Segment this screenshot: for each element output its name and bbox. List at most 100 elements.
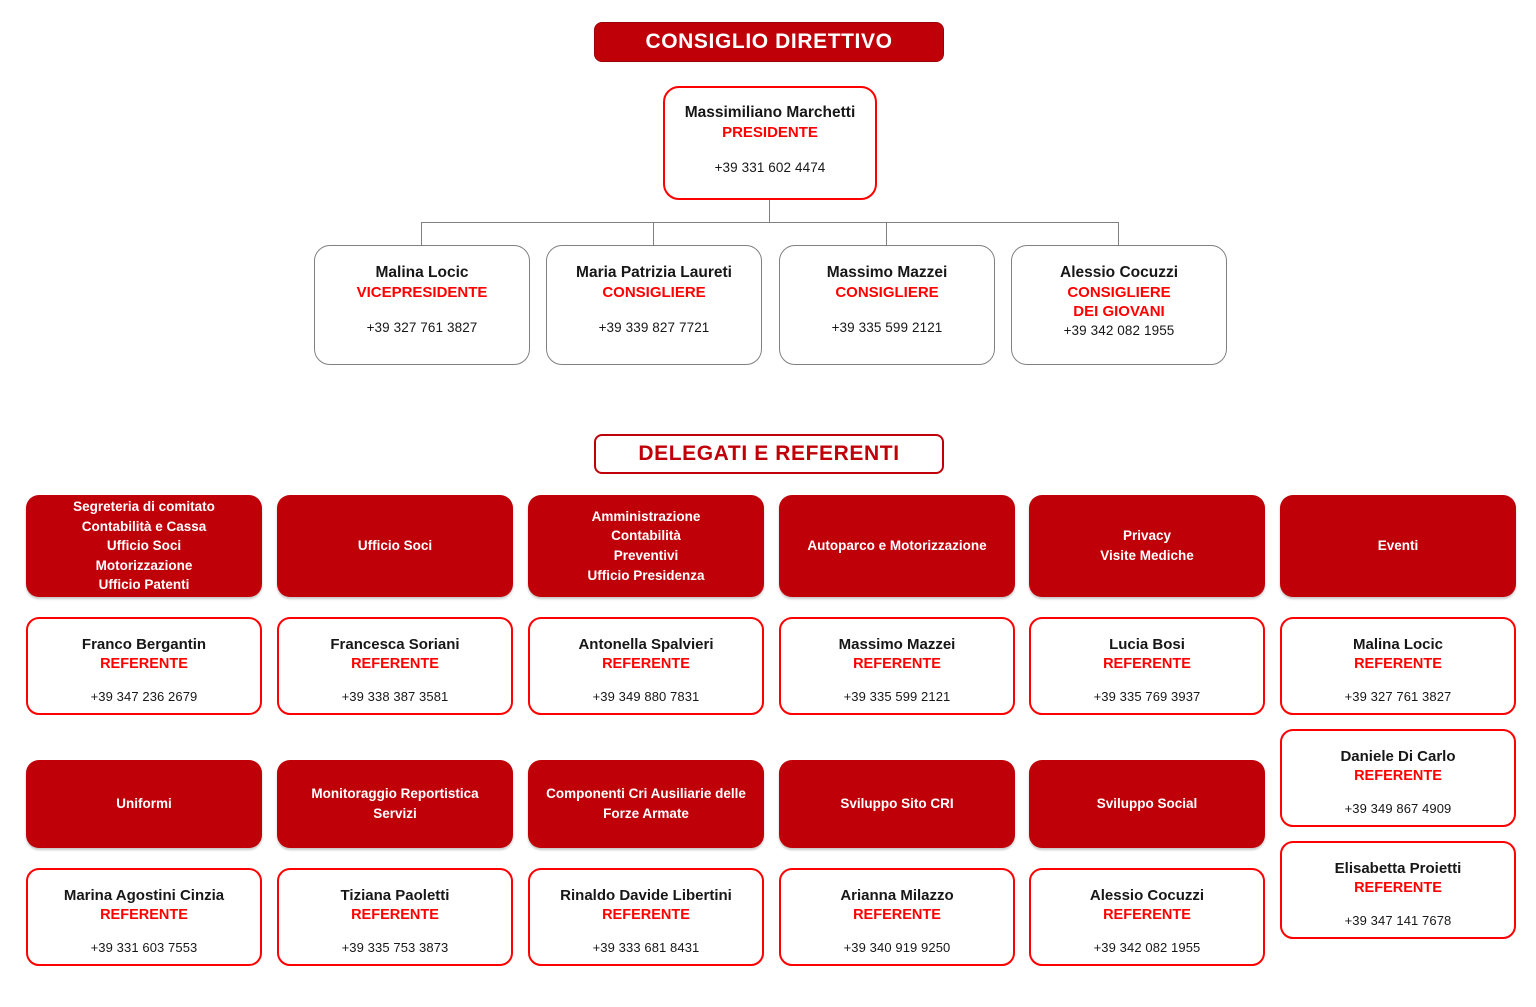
person-name: Massimiliano Marchetti <box>684 104 856 121</box>
person-name: Tiziana Paoletti <box>340 887 450 904</box>
person-name: Daniele Di Carlo <box>1340 748 1456 765</box>
person-phone: +39 331 603 7553 <box>90 940 198 956</box>
person-role: VICEPRESIDENTE <box>356 283 488 301</box>
connector-drop-4 <box>1118 222 1120 245</box>
board-card-consigliere-2[interactable]: Massimo Mazzei CONSIGLIERE +39 335 599 2… <box>779 245 995 365</box>
person-role: REFERENTE <box>1354 880 1442 897</box>
person-phone: +39 347 141 7678 <box>1344 913 1452 929</box>
person-phone: +39 349 880 7831 <box>592 689 700 705</box>
spacer <box>26 848 262 868</box>
spacer <box>528 597 764 617</box>
person-role: REFERENTE <box>853 907 941 924</box>
person-phone: +39 331 602 4474 <box>714 159 826 175</box>
department-box[interactable]: Eventi <box>1280 495 1516 597</box>
spacer <box>26 597 262 617</box>
person-phone: +39 333 681 8431 <box>592 940 700 956</box>
spacer <box>1280 597 1516 617</box>
connector-drop-1 <box>421 222 423 245</box>
person-name: Rinaldo Davide Libertini <box>560 887 732 904</box>
person-name: Francesca Soriani <box>330 636 460 653</box>
person-role: REFERENTE <box>1354 656 1442 673</box>
connector-bus <box>421 222 1119 224</box>
spacer <box>277 597 513 617</box>
person-role: REFERENTE <box>100 907 188 924</box>
board-card-consigliere-1[interactable]: Maria Patrizia Laureti CONSIGLIERE +39 3… <box>546 245 762 365</box>
person-name: Alessio Cocuzzi <box>1060 264 1178 281</box>
department-box[interactable]: Sviluppo Sito CRI <box>779 760 1015 848</box>
person-phone: +39 327 761 3827 <box>366 319 478 335</box>
person-phone: +39 335 753 3873 <box>341 940 449 956</box>
person-name: Franco Bergantin <box>81 636 207 653</box>
person-role: PRESIDENTE <box>722 123 818 141</box>
spacer <box>528 848 764 868</box>
spacer <box>277 848 513 868</box>
department-label: Sviluppo Social <box>1096 796 1198 812</box>
department-label: Uniformi <box>116 796 172 812</box>
person-name: Arianna Milazzo <box>840 887 954 904</box>
spacer <box>1280 827 1516 841</box>
board-card-president[interactable]: Massimiliano Marchetti PRESIDENTE +39 33… <box>663 86 877 200</box>
spacer <box>779 848 1015 868</box>
person-role: REFERENTE <box>1103 656 1191 673</box>
delegates-section-banner: DELEGATI E REFERENTI <box>594 434 944 474</box>
department-box[interactable]: Ufficio Soci <box>277 495 513 597</box>
person-role: CONSIGLIERE <box>835 283 939 301</box>
department-box[interactable]: Sviluppo Social <box>1029 760 1265 848</box>
person-phone: +39 327 761 3827 <box>1344 689 1452 705</box>
department-box[interactable]: Autoparco e Motorizzazione <box>779 495 1015 597</box>
department-box[interactable]: Uniformi <box>26 760 262 848</box>
person-name: Massimo Mazzei <box>826 264 948 281</box>
person-role: REFERENTE <box>351 907 439 924</box>
person-phone: +39 335 769 3937 <box>1093 689 1201 705</box>
person-phone: +39 340 919 9250 <box>843 940 951 956</box>
spacer <box>1029 848 1265 868</box>
person-role: REFERENTE <box>602 656 690 673</box>
connector-drop-2 <box>653 222 655 245</box>
person-phone: +39 347 236 2679 <box>90 689 198 705</box>
board-section-banner: CONSIGLIO DIRETTIVO <box>594 22 944 62</box>
person-name: Elisabetta Proietti <box>1334 860 1462 877</box>
person-phone: +39 338 387 3581 <box>341 689 449 705</box>
spacer <box>1280 715 1516 729</box>
person-phone: +39 335 599 2121 <box>831 319 943 335</box>
department-label: Autoparco e Motorizzazione <box>807 538 987 554</box>
board-card-vicepresidente[interactable]: Malina Locic VICEPRESIDENTE +39 327 761 … <box>314 245 530 365</box>
person-role: REFERENTE <box>1103 907 1191 924</box>
person-name: Maria Patrizia Laureti <box>576 264 732 281</box>
person-role: REFERENTE <box>351 656 439 673</box>
person-role: CONSIGLIERE <box>602 283 706 301</box>
person-role: CONSIGLIERE <box>1067 283 1171 301</box>
person-phone: +39 342 082 1955 <box>1063 323 1175 339</box>
person-role: REFERENTE <box>602 907 690 924</box>
connector-drop-3 <box>886 222 888 245</box>
board-card-consigliere-giovani[interactable]: Alessio Cocuzzi CONSIGLIERE DEI GIOVANI … <box>1011 245 1227 365</box>
